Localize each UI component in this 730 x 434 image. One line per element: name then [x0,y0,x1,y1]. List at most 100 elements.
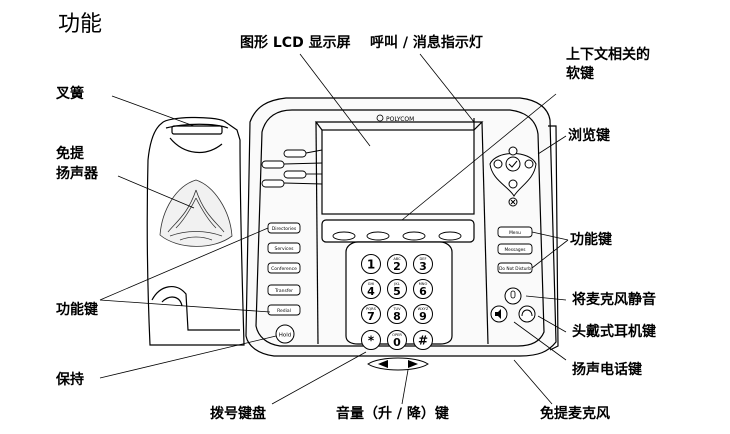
dial-key[interactable]: * [361,330,381,350]
scroll-right-button[interactable] [524,159,534,169]
left-function-key-label: Transfer [274,288,293,294]
page-title: 功能 [58,12,103,37]
left-function-key[interactable]: Redial [267,304,301,316]
line-key-4[interactable] [261,179,285,188]
dial-key-letters: DEF [419,257,426,261]
select-button[interactable] [505,156,521,172]
label-function-keys-left: 功能键 [56,302,98,318]
hookswitch-bar [171,125,223,135]
mute-key[interactable] [504,287,522,305]
headset-key[interactable] [518,305,536,323]
soft-key-1[interactable] [332,231,356,241]
soft-key-2[interactable] [366,231,390,241]
right-function-key-label: Messages [504,247,526,253]
dial-key-letters: MNO [419,282,428,286]
label-speakerphone-key: 扬声电话键 [572,362,642,378]
handset [146,116,245,346]
right-function-key-label: Menu [509,230,521,236]
dial-key[interactable]: # [413,330,433,350]
dial-key-digit: 4 [367,285,375,298]
speaker-icon [495,309,501,319]
line-key-3[interactable] [283,170,307,179]
label-speakerphone-mic: 免提麦克风 [540,406,610,422]
label-speaker-line2: 扬声器 [56,166,98,182]
soft-keys [332,231,462,241]
dial-key-digit: * [368,334,375,348]
label-graphic-lcd: 图形 LCD 显示屏 [240,35,351,51]
label-soft-keys-line1: 上下文相关的 [566,47,650,63]
right-function-key-label: Do Not Disturb [499,266,531,272]
scroll-left-button[interactable] [493,159,503,169]
label-dialpad: 拨号键盘 [210,406,266,422]
checkmark-icon [508,160,518,168]
hold-key-label: Hold [279,333,292,339]
left-function-key[interactable]: Conference [267,262,301,274]
dial-key-letters: PQRS [366,307,376,311]
label-volume: 音量（升 / 降）键 [336,406,449,422]
label-call-indicator: 呼叫 / 消息指示灯 [370,35,483,51]
right-function-key[interactable]: Menu [497,226,533,238]
headset-icon [521,309,533,317]
navigation-cluster [489,146,537,207]
volume-key[interactable] [367,357,429,371]
dial-key-letters: JKL [393,282,399,286]
leader-lines [99,53,569,405]
line-key-1[interactable] [283,149,307,158]
scroll-up-button[interactable] [508,146,518,156]
line-key-2[interactable] [261,160,285,169]
dial-key-letters: TUV [392,307,401,311]
scroll-down-button[interactable] [508,179,518,189]
left-function-keys: DirectoriesServicesConferenceTransferRed… [267,222,301,316]
dial-key[interactable]: 1 [361,254,381,274]
soft-key-3[interactable] [402,231,426,241]
left-function-key-label: Directories [272,226,297,232]
dial-key-digit: 7 [367,310,375,323]
label-scroll-keys: 浏览键 [568,128,610,144]
dial-key-digit: 8 [393,310,401,323]
lcd-screen [321,129,475,215]
label-speaker-line1: 免提 [56,146,84,162]
dial-key-digit: # [418,334,428,348]
left-function-key-label: Redial [277,308,291,314]
dial-key-letters: GHI [368,282,375,286]
left-function-key[interactable]: Transfer [267,284,301,296]
label-hold: 保持 [56,372,84,388]
soft-key-4[interactable] [438,231,462,241]
dial-key-digit: 3 [419,260,427,273]
hold-key[interactable]: Hold [275,324,295,344]
left-function-key-label: Services [275,246,295,252]
left-function-key[interactable]: Services [267,242,301,254]
dial-key-digit: 1 [367,258,375,272]
right-function-key[interactable]: Messages [497,243,533,255]
dial-key-digit: 6 [419,285,427,298]
cancel-icon [510,199,516,205]
label-headset: 头戴式耳机键 [572,324,656,340]
polycom-brand-text: POLYCOM [386,116,414,123]
left-function-key[interactable]: Directories [267,222,301,234]
dial-key-digit: 5 [393,285,401,298]
speaker-grille [159,179,233,247]
dial-key-digit: 2 [393,260,401,273]
label-mute: 将麦克风静音 [572,292,656,308]
label-soft-keys-line2: 软键 [566,66,594,82]
speakerphone-key[interactable] [490,305,508,323]
label-function-keys-right: 功能键 [570,232,612,248]
label-hookswitch: 叉簧 [56,86,84,102]
right-function-key[interactable]: Do Not Disturb [497,262,533,274]
polycom-logo: POLYCOM [376,114,414,123]
line-keys [261,149,323,188]
volume-down-icon [378,360,388,368]
dial-key-letters: WXYZ [418,307,429,311]
